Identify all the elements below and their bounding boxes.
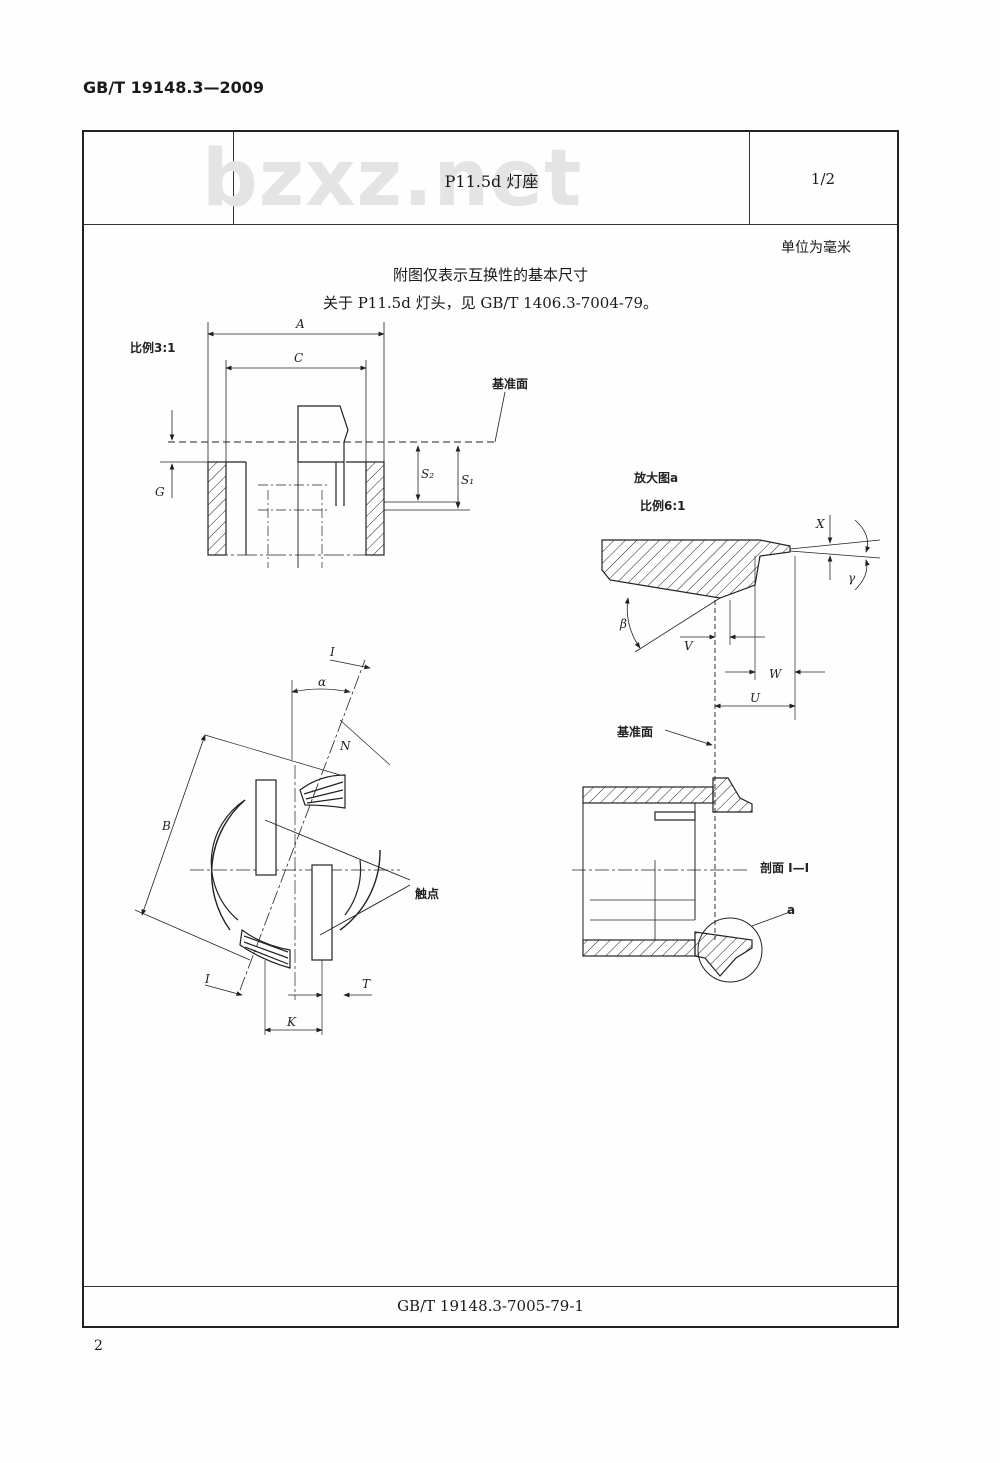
detail-marker-a: a	[787, 903, 795, 917]
dim-B: B	[161, 819, 171, 833]
dim-U: U	[750, 691, 761, 705]
dim-I-bottom: I	[204, 972, 210, 986]
detail-view-a: 放大图a 比例6:1 X γ β V W U 基准面	[601, 470, 881, 940]
caption-line-1: 附图仅表示互换性的基本尺寸	[392, 266, 588, 284]
dim-beta: β	[619, 617, 627, 631]
dim-I-top: I	[329, 645, 335, 659]
datum-label-top: 基准面	[491, 376, 528, 391]
dim-S1: S₁	[461, 473, 474, 487]
sheet-title: P11.5d 灯座	[444, 172, 539, 191]
dim-A: A	[295, 317, 305, 331]
plan-view: 触点 B α N I I K T	[134, 645, 439, 1035]
side-view: 比例3:1 A C 基准面 G	[130, 317, 528, 568]
dim-S2: S₂	[421, 467, 434, 481]
sheet-fraction: 1/2	[810, 170, 836, 188]
footer-code: GB/T 19148.3-7005-79-1	[397, 1297, 584, 1315]
dim-X: X	[815, 517, 825, 531]
section-label: 剖面 I—I	[760, 860, 809, 875]
footer-row: GB/T 19148.3-7005-79-1	[84, 1286, 897, 1326]
title-row: bzxz.net P11.5d 灯座 1/2	[84, 132, 897, 225]
dim-V: V	[684, 639, 694, 653]
unit-note: 单位为毫米	[781, 240, 851, 256]
dim-alpha: α	[318, 675, 326, 689]
standard-id-header: GB/T 19148.3—2009	[83, 78, 265, 97]
page-number: 2	[94, 1338, 103, 1354]
title-cell-left	[84, 132, 234, 224]
dim-W: W	[769, 667, 783, 681]
scale-detail-label: 比例6:1	[640, 498, 686, 513]
sheet-frame: bzxz.net P11.5d 灯座 1/2 单位为毫米 附图仅表示互换性的基本…	[82, 130, 899, 1328]
dim-C: C	[294, 351, 303, 365]
caption-line-2: 关于 P11.5d 灯头，见 GB/T 1406.3-7004-79。	[322, 294, 659, 312]
dim-gamma: γ	[848, 571, 856, 585]
datum-label-detail: 基准面	[616, 724, 653, 739]
watermark: bzxz.net	[202, 134, 583, 224]
contacts-label: 触点	[415, 886, 439, 901]
dim-G: G	[155, 485, 165, 499]
section-view: a 剖面 I—I	[572, 777, 809, 983]
dim-N: N	[339, 739, 351, 753]
dim-T: T	[362, 977, 371, 991]
contact-spring-top	[299, 774, 346, 809]
detail-title: 放大图a	[633, 470, 678, 485]
dim-K: K	[286, 1015, 297, 1029]
scale-main-label: 比例3:1	[130, 340, 176, 355]
title-cell-right	[749, 132, 897, 224]
contact-spring-bottom	[239, 928, 291, 969]
